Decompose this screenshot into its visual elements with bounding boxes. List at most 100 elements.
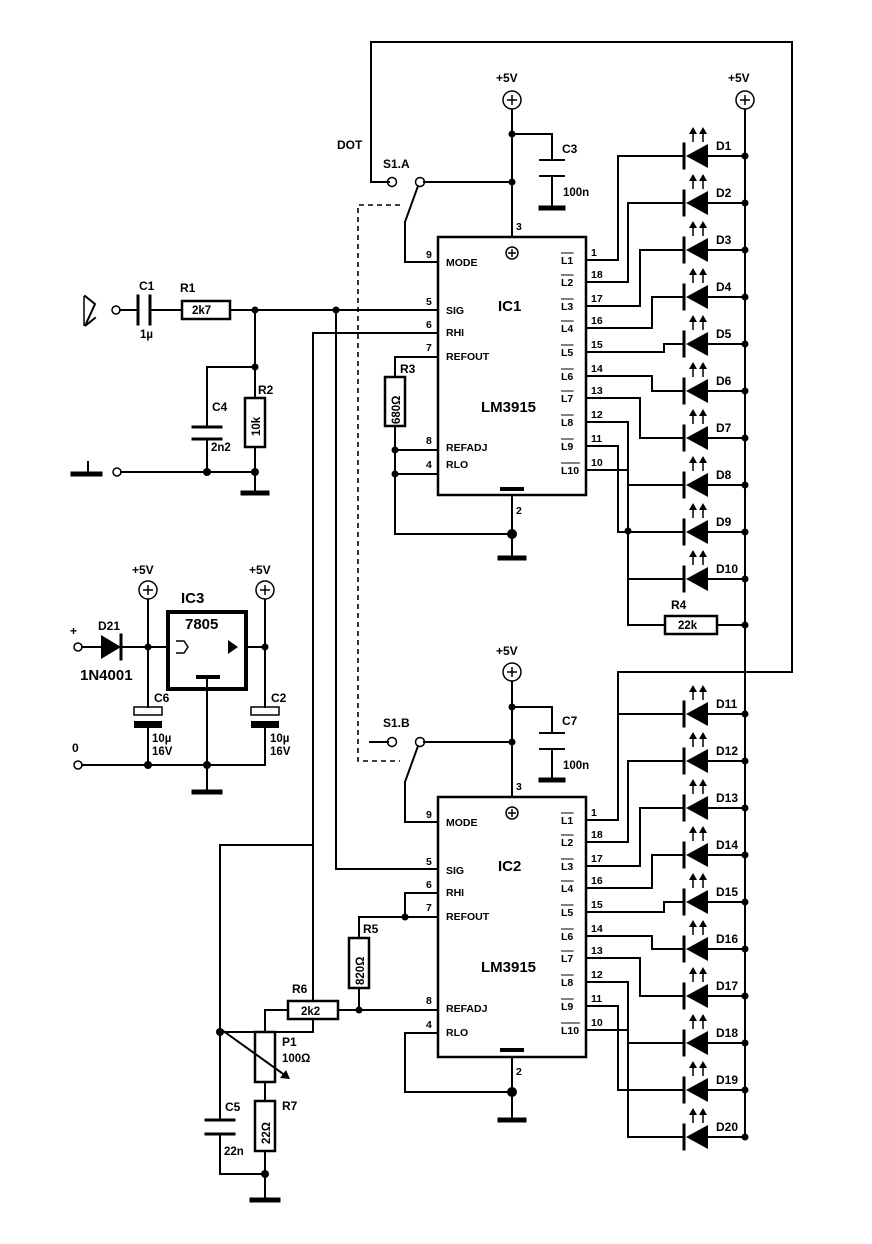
switch-s1a[interactable]: DOT S1.A (337, 138, 516, 263)
pin-name: L7 (561, 393, 573, 405)
pin-trace (585, 469, 683, 580)
pin-number: 11 (591, 433, 602, 445)
svg-text:8: 8 (426, 995, 432, 1007)
svg-text:2: 2 (516, 505, 522, 517)
pin-name: L2 (561, 837, 573, 849)
pin-trace (585, 981, 683, 1044)
svg-text:R2: R2 (258, 383, 274, 397)
svg-text:RHI: RHI (446, 327, 464, 339)
pin-number: 18 (591, 269, 603, 281)
led-d18: D18 (682, 1014, 749, 1057)
led-arrow-head (689, 127, 697, 134)
svg-text:22Ω: 22Ω (261, 1122, 273, 1144)
svg-text:S1.B: S1.B (383, 716, 410, 730)
pin-name: L8 (561, 417, 573, 429)
led-arrow-head (699, 1061, 707, 1068)
led-body (686, 285, 708, 309)
ic2-supply-wiring: C7 100n 3 (508, 681, 589, 798)
svg-text:LM3915: LM3915 (481, 399, 536, 416)
led-d7: D7 (682, 409, 749, 452)
led-arrow-head (689, 409, 697, 416)
led-d9: D9 (682, 503, 749, 546)
svg-text:+5V: +5V (132, 563, 154, 577)
led-label: D6 (716, 374, 732, 388)
led-arrow-head (699, 268, 707, 275)
svg-text:2k7: 2k7 (192, 305, 211, 317)
svg-text:7: 7 (426, 902, 432, 914)
led-junction (741, 945, 749, 953)
led-arrow-head (699, 456, 707, 463)
led-label: D15 (716, 885, 738, 899)
led-arrow-head (699, 550, 707, 557)
led-body (686, 702, 708, 726)
led-arrow-head (699, 221, 707, 228)
led-junction (741, 898, 749, 906)
svg-text:3: 3 (516, 221, 522, 233)
pin-trace (585, 445, 683, 533)
led-d13: D13 (682, 779, 749, 822)
pin-number: 12 (591, 969, 603, 981)
svg-text:IC2: IC2 (498, 858, 521, 875)
led-d16: D16 (682, 920, 749, 963)
svg-text:+5V: +5V (249, 563, 271, 577)
svg-text:100n: 100n (563, 187, 589, 199)
led-d1: D1 (682, 127, 749, 170)
ic1: IC1 LM3915 MODE SIG RHI REFOUT REFADJ RL… (426, 235, 588, 517)
pin-trace (585, 397, 683, 439)
sig-bus (332, 306, 439, 870)
led-arrow-head (689, 503, 697, 510)
supply-ic3-out: +5V (249, 563, 275, 600)
pin-name: L1 (561, 815, 573, 827)
pin-number: 13 (591, 385, 603, 397)
svg-text:R5: R5 (363, 922, 379, 936)
pin-name: L7 (561, 953, 573, 965)
pin-trace (585, 901, 683, 913)
led-arrow-head (689, 1014, 697, 1021)
svg-text:C2: C2 (271, 691, 287, 705)
svg-text:+: + (70, 624, 77, 638)
svg-text:8: 8 (426, 435, 432, 447)
pin-number: 10 (591, 1017, 603, 1029)
led-arrow-head (699, 732, 707, 739)
svg-text:6: 6 (426, 319, 432, 331)
led-d17: D17 (682, 967, 749, 1010)
led-arrow-head (699, 315, 707, 322)
output-pin-l1: L11 (561, 155, 683, 267)
svg-text:4: 4 (426, 459, 432, 471)
pin-number: 11 (591, 993, 602, 1005)
ic1-supply-wiring: C3 100n 3 (508, 109, 589, 238)
led-arrow-head (689, 550, 697, 557)
led-body (686, 890, 708, 914)
svg-text:16V: 16V (152, 746, 173, 758)
svg-text:10k: 10k (251, 416, 263, 436)
led-label: D1 (716, 139, 732, 153)
led-arrow-head (689, 221, 697, 228)
led-label: D9 (716, 515, 732, 529)
pin-number: 18 (591, 829, 603, 841)
led-body (686, 473, 708, 497)
svg-text:100Ω: 100Ω (282, 1053, 310, 1065)
led-arrow-head (699, 409, 707, 416)
svg-text:680Ω: 680Ω (391, 396, 403, 424)
svg-text:2n2: 2n2 (211, 442, 231, 454)
led-d12: D12 (682, 732, 749, 775)
pin-number: 14 (591, 923, 603, 935)
svg-text:9: 9 (426, 249, 432, 261)
pin-trace (585, 155, 683, 261)
led-body (686, 1031, 708, 1055)
led-d11: D11 (682, 685, 749, 728)
led-junction (741, 1086, 749, 1094)
led-label: D7 (716, 421, 732, 435)
led-body (686, 238, 708, 262)
pin-trace (585, 713, 683, 821)
svg-text:22n: 22n (224, 1146, 244, 1158)
led-arrow-head (689, 174, 697, 181)
switch-s1b[interactable]: S1.B (369, 716, 516, 823)
